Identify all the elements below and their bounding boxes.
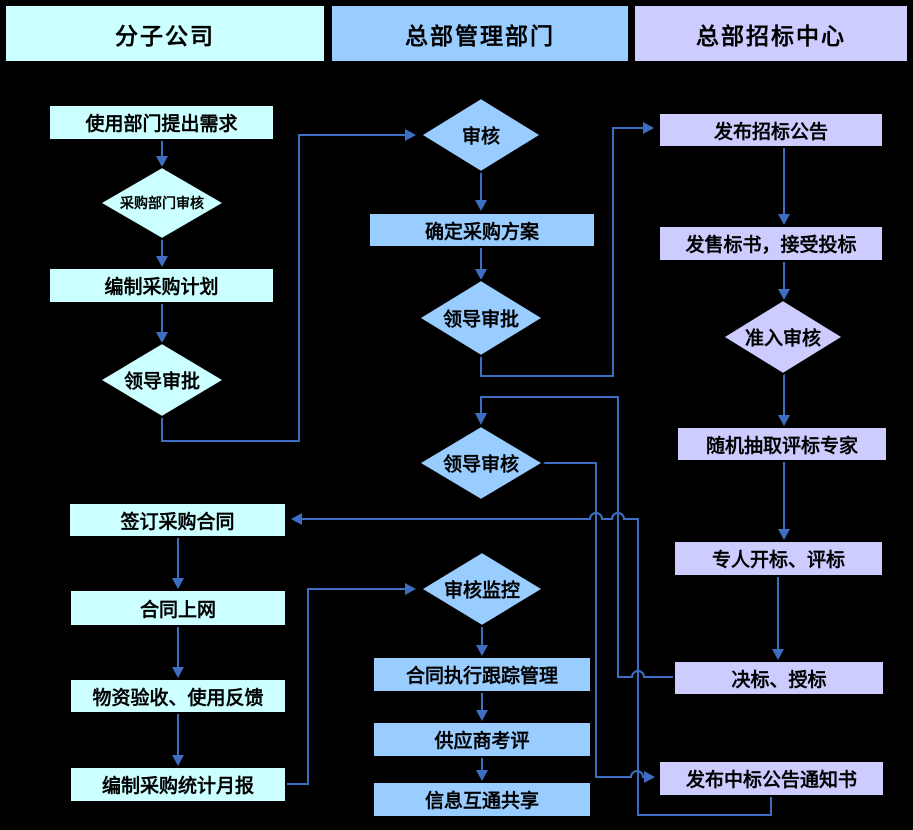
node-supplier-evaluation: 供应商考评 [372,721,592,758]
decision-leader-approve-left-label: 领导审批 [123,370,201,393]
node-goods-inspection-feedback: 物资验收、使用反馈 [69,678,287,714]
connector-announce-to-sell-docs [778,148,790,225]
connector-inspect-to-monthly [172,714,184,766]
decision-dept-review-shape [98,165,226,241]
decision-review-shape [419,96,543,174]
lane-header-hq-management: 总部管理部门 [330,4,630,63]
node-contract-online: 合同上网 [69,589,287,627]
connector-review-to-confirm-plan [475,172,487,211]
connector-sign-to-contract-online [172,538,184,589]
node-use-dept-request: 使用部门提出需求 [48,104,275,141]
decision-leader-approve-mid-label: 领导审批 [442,308,520,331]
connector-contract-online-to-inspect [172,627,184,678]
node-confirm-purchase-plan: 确定采购方案 [368,212,596,248]
decision-review-monitor-shape [419,550,545,628]
node-open-and-evaluate-bids: 专人开标、评标 [673,540,884,577]
node-make-purchase-plan: 编制采购计划 [48,267,275,304]
decision-review-label: 审核 [461,125,501,148]
connector-dept-review-to-plan [156,239,168,267]
connector-leader-approve-mid-to-announce [480,122,654,377]
node-draw-bid-experts: 随机抽取评标专家 [676,426,888,462]
connector-plan-to-leader-approve-left [156,304,168,343]
lane-header-hq-bidding: 总部招标中心 [633,4,909,63]
connector-access-review-to-draw-experts [778,374,790,426]
decision-review-monitor-label: 审核监控 [443,579,521,602]
node-publish-tender-announcement: 发布招标公告 [658,112,884,148]
connector-sell-docs-to-access-review [778,262,790,300]
decision-access-review-label: 准入审核 [744,327,822,350]
decision-leader-approve-left-shape [98,341,226,419]
node-info-sharing: 信息互通共享 [372,781,592,818]
connector-award-to-leader-review [475,396,673,678]
node-publish-award-notice: 发布中标公告通知书 [658,760,885,797]
decision-leader-review-label: 领导审核 [442,453,520,476]
node-sign-contract: 签订采购合同 [68,502,287,538]
lane-header-subsidiary: 分子公司 [4,4,326,63]
decision-leader-approve-mid-shape [417,278,545,358]
node-monthly-purchase-report: 编制采购统计月报 [69,766,287,803]
decision-leader-review-shape [417,424,545,502]
connector-req-to-dept-review [156,141,168,167]
connector-leader-approve-left-to-review [161,129,416,442]
connector-open-bids-to-award [772,577,784,660]
connector-draw-experts-to-open-bids [778,462,790,540]
connector-confirm-plan-to-leader-approve-mid [475,248,487,280]
decision-access-review-shape [721,298,845,376]
node-sell-tender-docs: 发售标书，接受投标 [658,225,884,262]
connector-leader-review-to-award-notice [543,462,655,783]
connector-award-notice-to-sign [291,512,772,816]
connector-track-to-supplier-eval [476,693,488,721]
node-decide-and-award: 决标、授标 [673,660,885,696]
connector-monthly-to-review-monitor [287,583,416,785]
node-contract-tracking: 合同执行跟踪管理 [372,656,592,693]
connector-supplier-eval-to-info-share [476,758,488,781]
decision-dept-review-label: 采购部门审核 [120,196,204,212]
connector-review-monitor-to-track [476,626,488,656]
